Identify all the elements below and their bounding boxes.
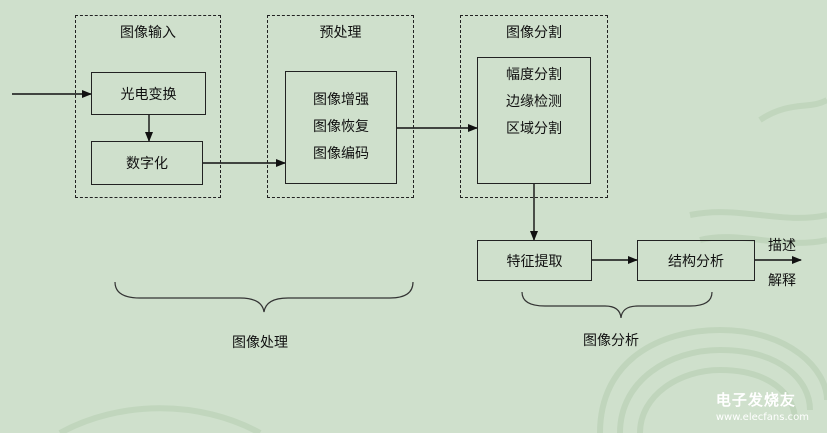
- region-segmentation-label: 区域分割: [506, 121, 562, 137]
- segmentation-group: 图像分割: [460, 15, 608, 198]
- photoelectric-conversion-box: 光电变换: [91, 72, 206, 115]
- preprocess-group: 预处理: [267, 15, 414, 198]
- feature-extraction-box: 特征提取: [477, 240, 592, 281]
- image-processing-brace: [114, 281, 414, 313]
- image-input-title: 图像输入: [120, 25, 176, 41]
- structure-analysis-box: 结构分析: [637, 240, 755, 281]
- image-input-group: 图像输入: [75, 15, 221, 198]
- describe-label: 描述: [768, 238, 796, 254]
- elecfans-watermark: 电子发烧友 www.elecfans.com: [716, 389, 809, 423]
- segmentation-title: 图像分割: [506, 25, 562, 41]
- image-analysis-label: 图像分析: [583, 333, 639, 349]
- image-processing-label: 图像处理: [232, 335, 288, 351]
- preprocess-title: 预处理: [319, 25, 362, 41]
- watermark-logo: 电子发烧友: [715, 391, 796, 409]
- edge-detection-label: 边缘检测: [506, 94, 562, 110]
- image-restoration-label: 图像恢复: [313, 119, 369, 135]
- image-coding-label: 图像编码: [313, 146, 369, 162]
- watermark-url: www.elecfans.com: [715, 412, 809, 423]
- digitization-box: 数字化: [91, 141, 203, 185]
- image-analysis-brace: [521, 291, 713, 319]
- image-enhancement-label: 图像增强: [313, 92, 369, 108]
- preprocess-box: 图像增强 图像恢复 图像编码: [285, 71, 397, 184]
- amplitude-segmentation-label: 幅度分割: [506, 67, 562, 83]
- interpret-label: 解释: [768, 273, 796, 289]
- segmentation-box: 幅度分割 边缘检测 区域分割: [477, 57, 591, 184]
